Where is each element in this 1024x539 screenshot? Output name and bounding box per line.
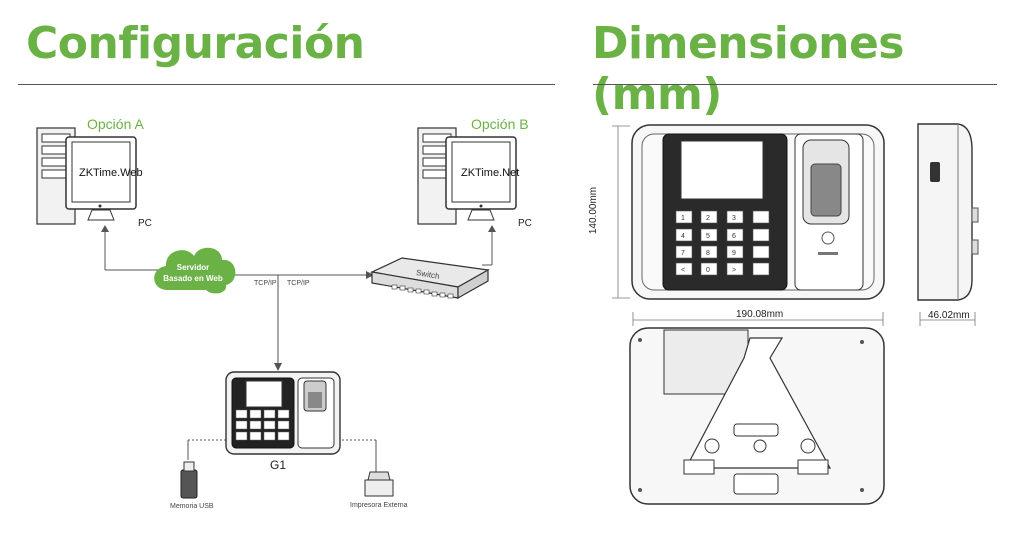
- front-view-device: 1 2 3 4 5 6 7 8 9 <0 >: [631, 124, 885, 300]
- printer-icon: [364, 471, 394, 497]
- usb-label: Memoria USB: [170, 503, 214, 510]
- divider-right: [593, 84, 997, 85]
- monitor-a: [65, 136, 137, 221]
- svg-text:4: 4: [681, 233, 685, 240]
- back-view-device: [629, 327, 885, 505]
- width-dimension: 190.08mm: [736, 309, 784, 320]
- svg-text:9: 9: [732, 250, 736, 257]
- svg-text:3: 3: [732, 215, 736, 222]
- arrow-right-switch: [366, 271, 374, 279]
- svg-text:6: 6: [732, 233, 736, 240]
- cloud-label-line2: Basado en Web: [163, 274, 223, 283]
- height-dimension: 140.00mm: [588, 186, 600, 235]
- switch-icon: [370, 257, 490, 300]
- svg-text:<: <: [681, 267, 685, 274]
- svg-text:1: 1: [681, 215, 685, 222]
- front-keypad: [675, 210, 770, 276]
- arrow-up-pc-a: [101, 225, 109, 232]
- option-b-label: Opción B: [471, 116, 529, 132]
- printer-label: Impresora Externa: [350, 502, 408, 509]
- usb-drive-icon: [180, 461, 198, 499]
- device-label: G1: [270, 458, 287, 472]
- divider-left: [18, 84, 555, 85]
- monitor-b: [445, 136, 517, 221]
- depth-dimension: 46.02mm: [928, 310, 970, 321]
- arrow-down-device: [274, 363, 282, 371]
- title-dimensiones: Dimensiones (mm): [592, 18, 904, 120]
- tcp-label-2: TCP/IP: [287, 280, 310, 287]
- g1-device: [225, 371, 341, 455]
- screen-a-text: ZKTime.Web: [79, 167, 143, 179]
- dimension-lines: [612, 125, 976, 326]
- svg-text:2: 2: [706, 215, 710, 222]
- svg-text:8: 8: [706, 250, 710, 257]
- title-configuracion: Configuración: [26, 18, 365, 69]
- pc-b-label: PC: [518, 218, 532, 229]
- svg-text:>: >: [732, 267, 736, 274]
- svg-text:7: 7: [681, 250, 685, 257]
- pc-a-label: PC: [138, 218, 152, 229]
- option-a-label: Opción A: [87, 116, 144, 132]
- svg-text:0: 0: [706, 267, 710, 274]
- cloud-icon: [154, 247, 236, 294]
- side-view-device: [917, 123, 979, 301]
- svg-text:5: 5: [706, 233, 710, 240]
- screen-b-text: ZKTime.Net: [461, 167, 520, 179]
- arrow-up-pc-b: [488, 225, 496, 232]
- tcp-label-1: TCP/IP: [254, 280, 277, 287]
- cloud-label-line1: Servidor: [176, 263, 210, 272]
